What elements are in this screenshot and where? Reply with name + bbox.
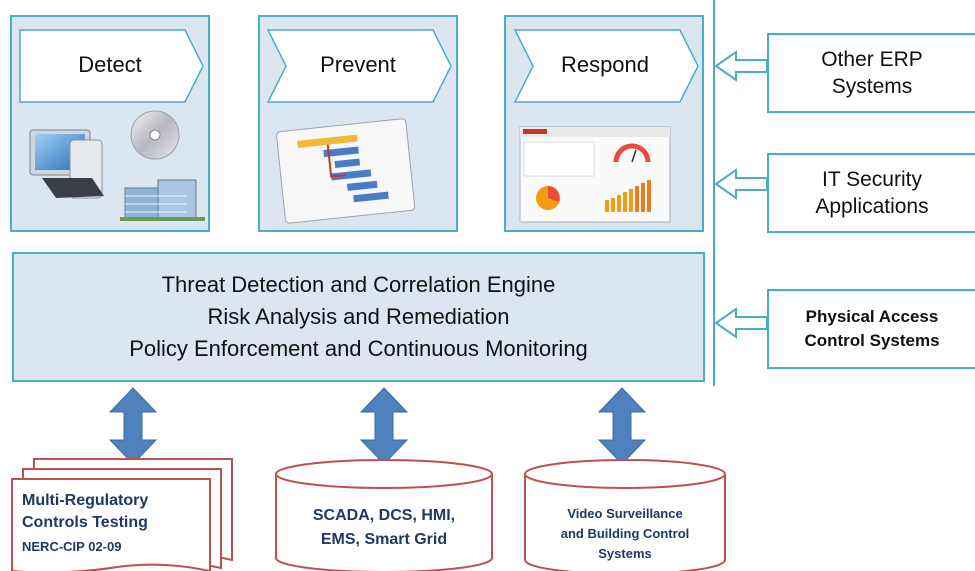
source-label: Other ERP Systems <box>821 48 923 98</box>
gantt-chart-icon <box>276 118 416 224</box>
source-label: Physical Access Control Systems <box>804 307 940 350</box>
bidirectional-arrow <box>108 387 158 465</box>
engine-line-risk-analysis: Risk Analysis and Remediation <box>207 304 510 329</box>
correlation-engine-box: Threat Detection and Correlation Engine … <box>12 252 705 382</box>
vertical-divider <box>713 0 715 386</box>
input-arrow-physical-access <box>714 307 768 339</box>
output-sublabel-nerc-cip: NERC-CIP 02-09 <box>22 539 122 554</box>
computer-icon <box>29 129 104 199</box>
building-icon <box>120 179 205 221</box>
chevron-detect <box>19 29 204 103</box>
phase-label-detect: Detect <box>78 52 142 77</box>
chevron-respond <box>513 29 699 103</box>
phase-label-respond: Respond <box>560 52 650 77</box>
bidirectional-arrow <box>597 387 647 465</box>
input-arrow-erp <box>714 50 768 82</box>
output-label-regulatory: Multi-Regulatory Controls Testing <box>22 492 149 531</box>
source-label: IT Security Applications <box>815 168 929 218</box>
output-label-scada: SCADA, DCS, HMI, EMS, Smart Grid <box>312 507 456 548</box>
cylinder-scada <box>275 459 493 571</box>
cylinder-video <box>524 459 726 571</box>
source-other-erp-systems: Other ERP Systems <box>767 33 975 113</box>
source-it-security-applications: IT Security Applications <box>767 153 975 233</box>
dashboard-icon <box>519 126 671 223</box>
engine-line-threat-detection: Threat Detection and Correlation Engine <box>161 272 556 297</box>
disc-icon <box>130 110 180 160</box>
phase-label-prevent: Prevent <box>320 52 396 77</box>
chevron-prevent <box>266 29 452 103</box>
document-stack-shape <box>11 458 233 571</box>
input-arrow-it-security <box>714 168 768 200</box>
bidirectional-arrow <box>359 387 409 465</box>
output-label-video-surveillance: Video Surveillance and Building Control … <box>560 506 690 561</box>
source-physical-access-control: Physical Access Control Systems <box>767 289 975 369</box>
engine-line-policy-enforcement: Policy Enforcement and Continuous Monito… <box>129 336 588 361</box>
